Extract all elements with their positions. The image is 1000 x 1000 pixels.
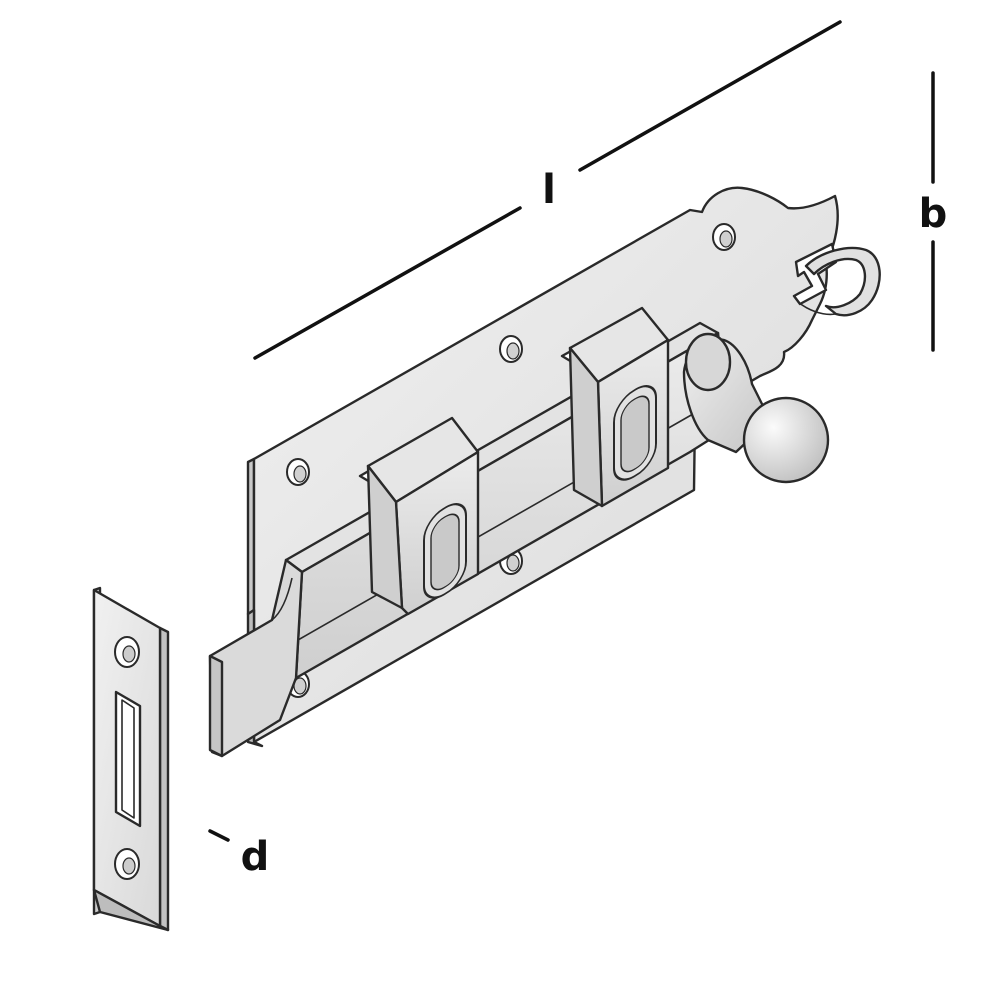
depth-label: d xyxy=(241,834,270,880)
handle-ball xyxy=(742,396,830,484)
depth-dimension-tick xyxy=(208,829,230,842)
guide-bracket-right xyxy=(560,306,670,508)
strike-opening-inner xyxy=(121,699,135,819)
width-label: b xyxy=(919,191,948,237)
length-dimension-line-left xyxy=(253,206,522,360)
guide-bracket-left-side xyxy=(366,464,404,610)
strike-opening xyxy=(114,690,142,828)
width-dimension: b xyxy=(919,71,948,352)
screw-hole-1 xyxy=(286,458,310,486)
lock-staple xyxy=(797,246,881,317)
guide-bracket-right-slot-inner xyxy=(620,395,650,473)
strike-screw-hole-bottom xyxy=(114,848,140,880)
strike-plate-bottom xyxy=(92,888,170,932)
lock-staple-hook xyxy=(797,301,837,316)
guide-bracket-left xyxy=(358,416,480,616)
guide-bracket-right-side xyxy=(568,346,604,508)
strike-plate xyxy=(92,586,170,932)
bolt-tip-end xyxy=(208,654,224,758)
bolt-tip-bend xyxy=(271,577,293,621)
handle-knob xyxy=(682,332,830,484)
depth-dimension: d xyxy=(208,829,270,880)
handle-neck-base xyxy=(684,332,732,392)
strike-screw-hole-top xyxy=(114,636,140,668)
length-dimension-line-right xyxy=(578,20,842,172)
length-dimension: l xyxy=(253,20,842,360)
length-label: l xyxy=(542,167,556,213)
guide-bracket-left-slot-inner xyxy=(430,513,460,591)
screw-hole-2 xyxy=(499,335,523,363)
screw-hole-3 xyxy=(712,223,736,251)
